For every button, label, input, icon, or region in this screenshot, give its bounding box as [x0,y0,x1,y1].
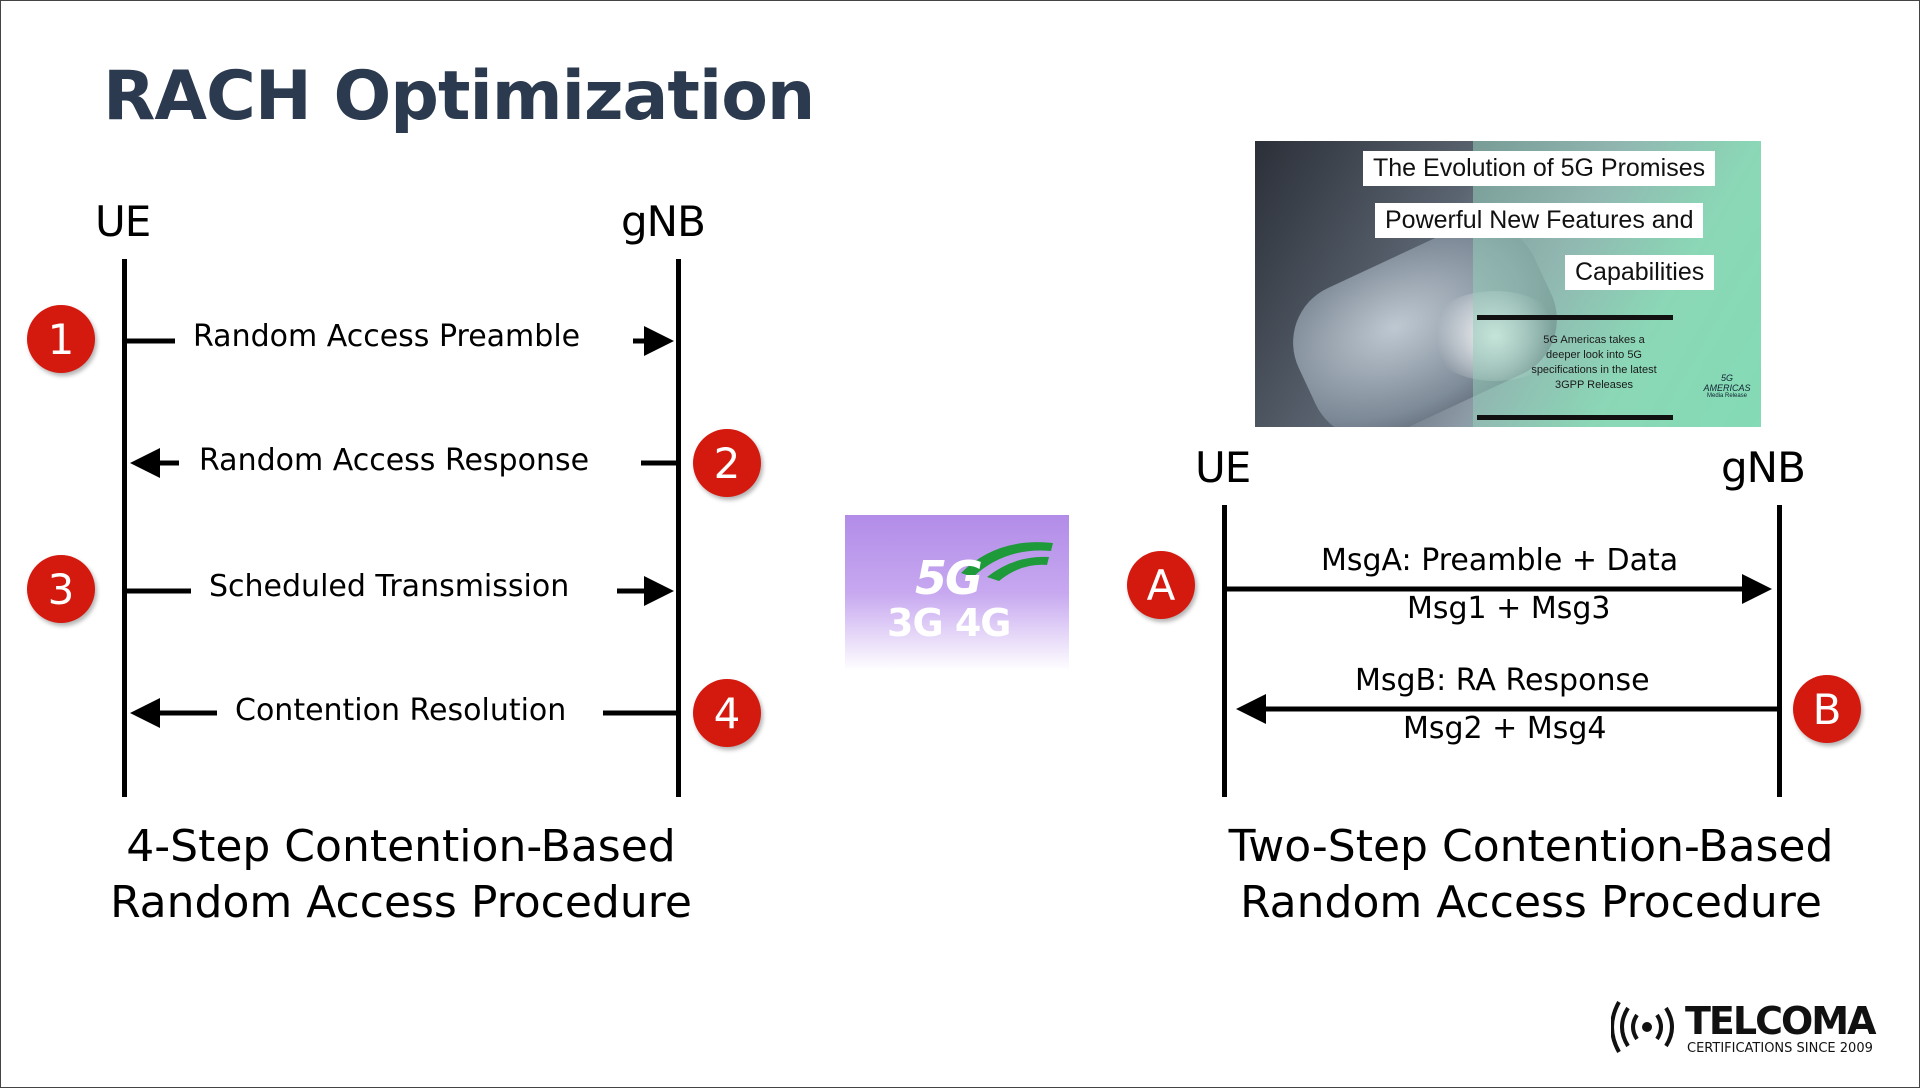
two-step-caption-line-1: Two-Step Contention-Based [1228,821,1834,872]
promo-description: 5G Americas takes a deeper look into 5G … [1531,334,1657,391]
step-4-label: Contention Resolution [235,693,567,728]
step-1-badge: 1 [27,305,95,373]
promo-org-logo: 5G AMERICAS Media Release [1703,373,1751,399]
msg-a-badge: A [1127,551,1195,619]
step-2-badge: 2 [693,429,761,497]
promo-image: The Evolution of 5G Promises Powerful Ne… [1255,141,1761,427]
two-step-gnb-label: gNB [1721,443,1806,492]
step-1-label: Random Access Preamble [193,319,581,354]
promo-headline-3: Capabilities [1565,255,1715,290]
four-step-caption: 4-Step Contention-Based Random Access Pr… [61,819,741,931]
four-step-caption-line-1: 4-Step Contention-Based [126,821,676,872]
step-2-label: Random Access Response [199,443,590,478]
msg-a-label: MsgA: Preamble + Data [1321,543,1679,578]
msg-b-badge: B [1793,675,1861,743]
step-3-badge: 3 [27,555,95,623]
gen-3g-4g-label: 3G 4G [887,601,1011,645]
msg-b-label: MsgB: RA Response [1355,663,1650,698]
two-step-ue-lifeline [1222,505,1227,797]
brand-tagline: CERTIFICATIONS SINCE 2009 [1687,1041,1873,1056]
promo-headline-2: Powerful New Features and [1375,203,1704,238]
telcoma-logo: TELCOMA CERTIFICATIONS SINCE 2009 [1609,999,1899,1059]
promo-headline-1: The Evolution of 5G Promises [1363,151,1716,186]
promo-divider-top [1477,315,1673,320]
promo-logo-sub: Media Release [1706,393,1748,399]
promo-logo-text: 5G AMERICAS [1703,373,1751,393]
four-step-ue-lifeline [122,259,127,797]
gen-5g-label: 5G [915,551,983,605]
four-step-gnb-lifeline [676,259,681,797]
two-step-caption-line-2: Random Access Procedure [1240,877,1822,928]
msg-b-sublabel: Msg2 + Msg4 [1403,711,1607,746]
two-step-ue-label: UE [1195,443,1251,492]
four-step-gnb-label: gNB [621,197,706,246]
step-3-label: Scheduled Transmission [209,569,570,604]
step-4-badge: 4 [693,679,761,747]
two-step-gnb-lifeline [1777,505,1782,797]
signal-swoosh-icon [961,542,1053,581]
promo-divider-bottom [1477,415,1673,420]
msg-a-sublabel: Msg1 + Msg3 [1407,591,1611,626]
four-step-ue-label: UE [95,197,151,246]
page-title: RACH Optimization [103,57,815,136]
brand-name: TELCOMA [1685,999,1877,1043]
two-step-caption: Two-Step Contention-Based Random Access … [1181,819,1881,931]
four-step-caption-line-2: Random Access Procedure [110,877,692,928]
network-generation-badge: 5G 3G 4G [845,515,1069,671]
broadcast-signal-icon [1611,1001,1674,1053]
